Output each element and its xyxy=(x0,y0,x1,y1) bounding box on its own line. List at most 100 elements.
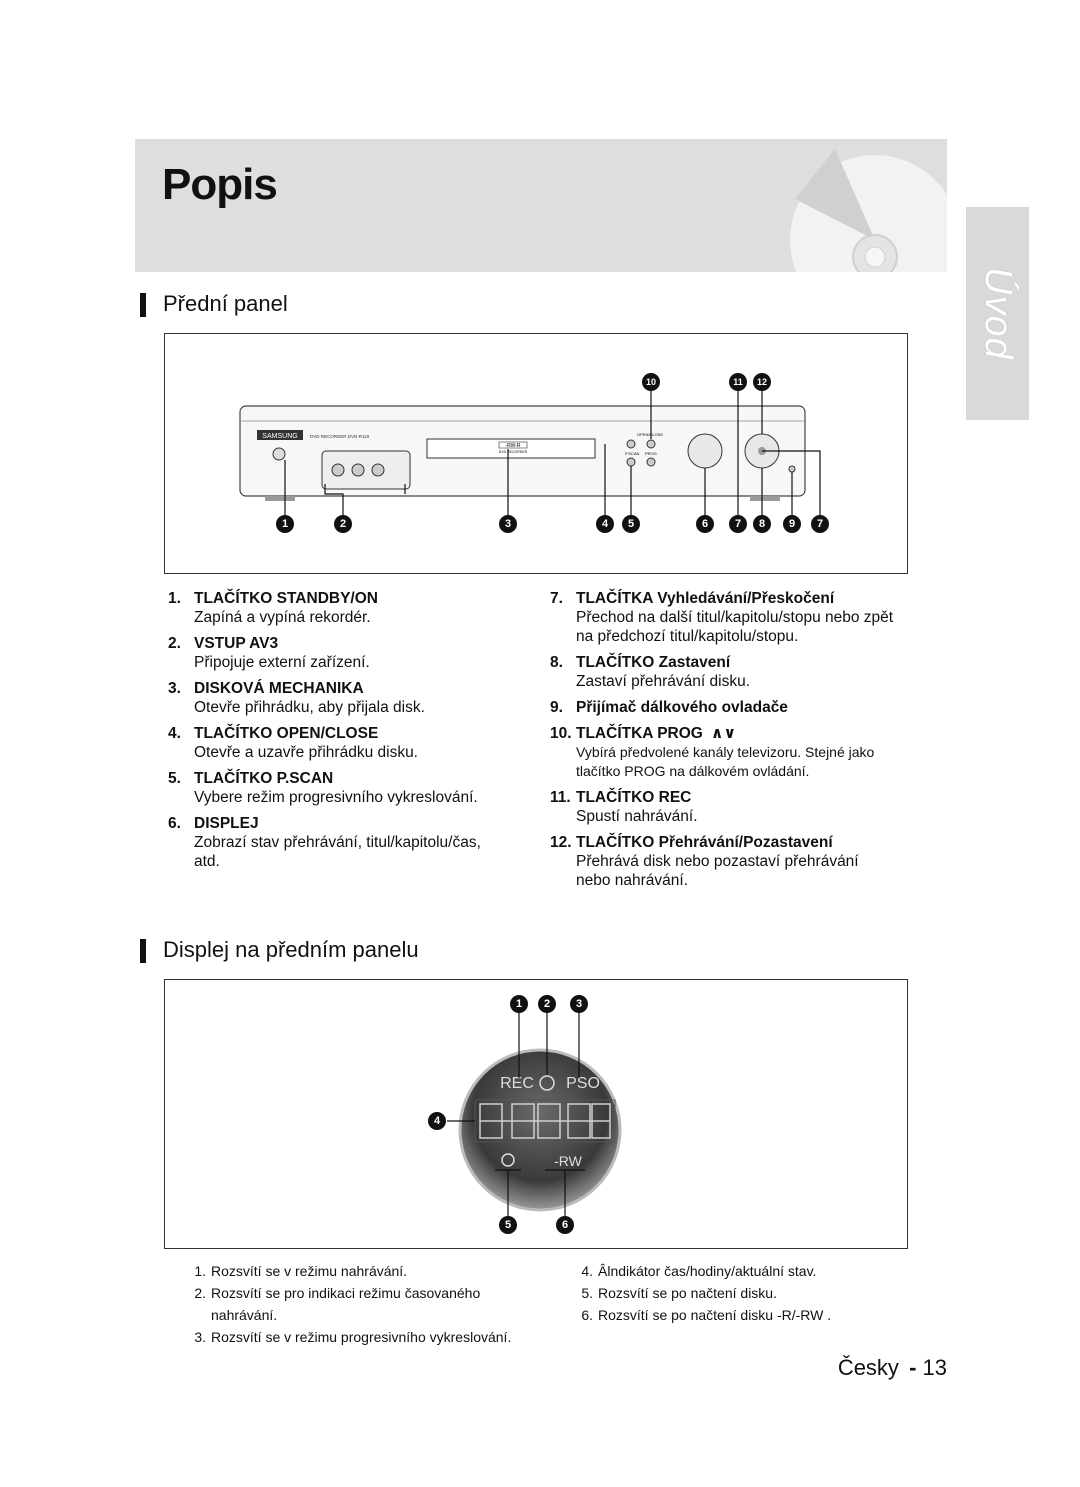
callout-12: 12 xyxy=(753,373,771,391)
list-item: 11.TLAČÍTKO REC Spustí nahrávání. xyxy=(550,788,895,826)
callout-5: 5 xyxy=(622,515,640,533)
svg-text:DVD RECORDER: DVD RECORDER xyxy=(499,450,528,454)
item-title: 11.TLAČÍTKO REC xyxy=(550,789,692,806)
item-description: Zastaví přehrávání disku. xyxy=(576,673,751,690)
item-title: 2.VSTUP AV3 xyxy=(168,635,279,652)
callout-10: 10 xyxy=(642,373,660,391)
page-title: Popis xyxy=(162,160,278,209)
item-description: Vybere režim progresivního vykreslování. xyxy=(194,789,478,806)
display-callout-3: 3 xyxy=(570,995,588,1013)
item-title: 3.DISKOVÁ MECHANIKA xyxy=(168,680,364,697)
list-item: 5.TLAČÍTKO P.SCAN Vybere režim progresivn… xyxy=(168,769,508,807)
disc-logo: -RW-R xyxy=(505,443,520,449)
item-title: 9.Přijímač dálkového ovladače xyxy=(550,699,788,716)
model-text: DVD RECORDER DVD-R119 xyxy=(310,434,370,439)
item-description: Otevře přihrádku, aby přijala disk. xyxy=(194,699,425,716)
callout-7: 7 xyxy=(729,515,747,533)
av3-jack-left xyxy=(351,463,365,477)
svg-text:P.SCAN: P.SCAN xyxy=(625,451,639,456)
callout-11: 11 xyxy=(729,373,747,391)
section-marker xyxy=(140,939,146,963)
display-callout-1: 1 xyxy=(510,995,528,1013)
list-item: 4.TLAČÍTKO OPEN/CLOSE Otevře a uzavře při… xyxy=(168,724,508,762)
disc-graphic xyxy=(790,149,947,272)
prog-up-button[interactable] xyxy=(646,439,656,449)
timer-icon xyxy=(539,1075,555,1091)
callout-3: 3 xyxy=(499,515,517,533)
callout-6: 6 xyxy=(696,515,714,533)
callout-1: 1 xyxy=(276,515,294,533)
item-description: Přehrává disk nebo pozastaví přehrávání … xyxy=(576,853,859,889)
callout-2: 2 xyxy=(334,515,352,533)
prog-down-button[interactable] xyxy=(646,457,656,467)
item-description: Spustí nahrávání. xyxy=(576,808,698,825)
item-description: Přechod na další titul/kapitolu/stopu ne… xyxy=(576,609,894,645)
section-heading-front-panel: Přední panel xyxy=(163,291,288,316)
item-title: 12.TLAČÍTKO Přehrávání/Pozastavení xyxy=(550,834,833,851)
note-item: 5.Rozsvítí se po načtení disku. xyxy=(581,1285,777,1301)
display-callout-2: 2 xyxy=(538,995,556,1013)
note-item: 3.Rozsvítí se v režimu progresivního vyk… xyxy=(194,1329,512,1345)
search-skip-dial[interactable] xyxy=(687,433,723,469)
pscan-button[interactable] xyxy=(626,457,636,467)
brand-text: SAMSUNG xyxy=(262,433,297,440)
display-callout-5: 5 xyxy=(499,1216,517,1234)
note-item: 4.Âlndikátor čas/hodiny/aktuální stav. xyxy=(581,1263,817,1279)
page-footer: Česky - 13 xyxy=(838,1355,947,1381)
open-close-button[interactable] xyxy=(626,439,636,449)
front-panel-items-left: 1.TLAČÍTKO STANDBY/ON Zapíná a vypíná rek… xyxy=(168,589,508,878)
prog-arrows-icon: ∧∨ xyxy=(710,725,737,742)
display-notes-right: 4.Âlndikátor čas/hodiny/aktuální stav. 5.… xyxy=(573,1260,873,1326)
front-panel-figure: SAMSUNG DVD RECORDER DVD-R119 -RW-R DVD … xyxy=(164,333,908,574)
section-tab-label: Úvod xyxy=(977,267,1019,360)
item-title: 1.TLAČÍTKO STANDBY/ON xyxy=(168,590,378,607)
av3-jack-video xyxy=(331,463,345,477)
page-number: 13 xyxy=(922,1355,947,1380)
item-title: 7.TLAČÍTKA Vyhledávání/Přeskočení xyxy=(550,590,835,607)
disc-loaded-icon xyxy=(501,1153,515,1167)
item-description: Vybírá předvolené kanály televizoru. Ste… xyxy=(576,744,875,779)
av3-jack-right xyxy=(371,463,385,477)
note-item: 6.Rozsvítí se po načtení disku -R/-RW . xyxy=(581,1307,832,1323)
footer-separator: - xyxy=(909,1355,917,1380)
callout-4: 4 xyxy=(596,515,614,533)
dvd-recorder-illustration: SAMSUNG DVD RECORDER DVD-R119 -RW-R DVD … xyxy=(239,391,821,516)
section-heading-front-display: Displej na předním panelu xyxy=(163,937,419,962)
svg-text:OPEN/CLOSE: OPEN/CLOSE xyxy=(637,432,663,437)
item-title: 8.TLAČÍTKO Zastavení xyxy=(550,654,731,671)
pso-indicator: PSO xyxy=(566,1075,600,1092)
callout-9: 9 xyxy=(783,515,801,533)
list-item: 9.Přijímač dálkového ovladače xyxy=(550,698,895,717)
callout-8: 8 xyxy=(753,515,771,533)
item-description: Zapíná a vypíná rekordér. xyxy=(194,609,371,626)
item-title: 4.TLAČÍTKO OPEN/CLOSE xyxy=(168,725,379,742)
section-tab xyxy=(966,207,1029,420)
list-item: 1.TLAČÍTKO STANDBY/ON Zapíná a vypíná rek… xyxy=(168,589,508,627)
item-title: 5.TLAČÍTKO P.SCAN xyxy=(168,770,334,787)
display-callout-4: 4 xyxy=(428,1112,446,1130)
note-item: 1.Rozsvítí se v režimu nahrávání. xyxy=(194,1263,408,1279)
item-description: Zobrazí stav přehrávání, titul/kapitolu/… xyxy=(194,834,481,870)
footer-language: Česky xyxy=(837,1355,899,1380)
list-item: 6.DISPLEJ Zobrazí stav přehrávání, titul/… xyxy=(168,814,508,871)
remote-receiver xyxy=(788,465,796,473)
display-callout-6: 6 xyxy=(556,1216,574,1234)
item-description: Připojuje externí zařízení. xyxy=(194,654,370,671)
item-title: 10.TLAČÍTKA PROG ∧∨ xyxy=(550,725,737,742)
rec-indicator: REC xyxy=(500,1075,534,1092)
section-marker xyxy=(140,293,146,317)
item-title: 6.DISPLEJ xyxy=(168,815,259,832)
item-description: Otevře a uzavře přihrádku disku. xyxy=(194,744,418,761)
display-notes-left: 1.Rozsvítí se v režimu nahrávání. 2.Rozsv… xyxy=(186,1260,516,1348)
title-band xyxy=(135,139,947,272)
note-item: 2.Rozsvítí se pro indikaci režimu časova… xyxy=(194,1285,481,1323)
list-item: 3.DISKOVÁ MECHANIKA Otevře přihrádku, aby… xyxy=(168,679,508,717)
rw-indicator: -RW xyxy=(554,1153,583,1169)
standby-button[interactable] xyxy=(272,447,286,461)
